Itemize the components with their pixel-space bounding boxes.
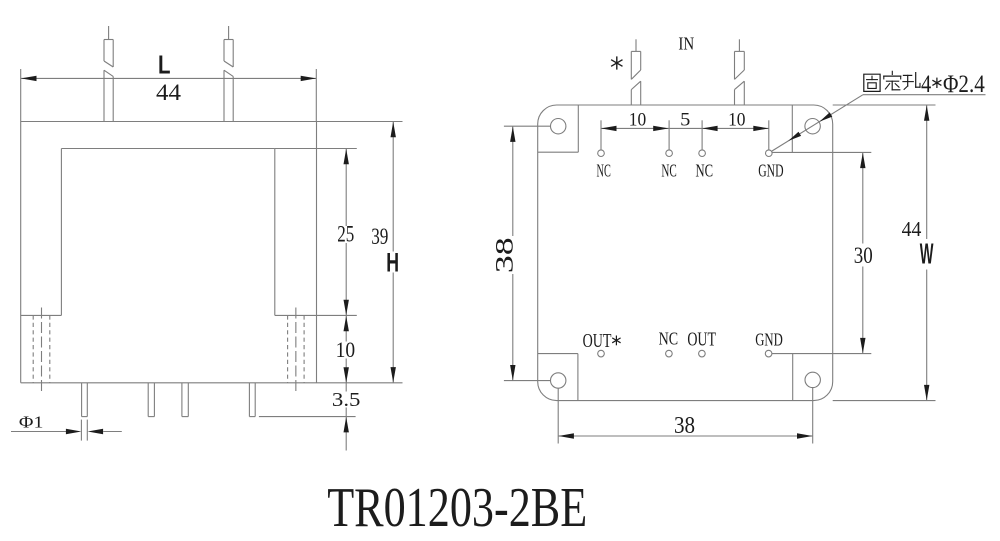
- svg-text:NC: NC: [696, 160, 714, 180]
- svg-text:30: 30: [854, 243, 873, 268]
- svg-text:10: 10: [629, 109, 646, 130]
- svg-text:25: 25: [337, 222, 354, 247]
- svg-text:Φ2.4: Φ2.4: [943, 71, 985, 98]
- svg-text:3.5: 3.5: [332, 389, 361, 411]
- svg-text:W: W: [920, 239, 934, 271]
- svg-text:38: 38: [674, 413, 695, 439]
- svg-text:L: L: [158, 50, 171, 80]
- svg-text:GND: GND: [755, 330, 783, 350]
- svg-text:NC: NC: [661, 160, 676, 180]
- svg-text:5: 5: [680, 109, 690, 130]
- svg-text:IN: IN: [678, 34, 694, 54]
- svg-text:44: 44: [902, 217, 922, 241]
- svg-text:OUT: OUT: [583, 330, 612, 352]
- svg-text:OUT: OUT: [687, 329, 716, 351]
- svg-text:H: H: [386, 248, 399, 278]
- svg-text:39: 39: [371, 224, 388, 249]
- svg-text:4: 4: [921, 71, 932, 98]
- svg-text:10: 10: [728, 109, 745, 130]
- svg-text:Φ1: Φ1: [19, 412, 44, 431]
- svg-text:10: 10: [336, 337, 356, 362]
- svg-text:38: 38: [492, 237, 519, 273]
- svg-text:NC: NC: [597, 160, 611, 180]
- svg-text:GND: GND: [758, 160, 783, 180]
- svg-text:44: 44: [156, 80, 182, 105]
- svg-text:NC: NC: [659, 329, 679, 349]
- svg-text:TR01203-2BE: TR01203-2BE: [327, 477, 587, 536]
